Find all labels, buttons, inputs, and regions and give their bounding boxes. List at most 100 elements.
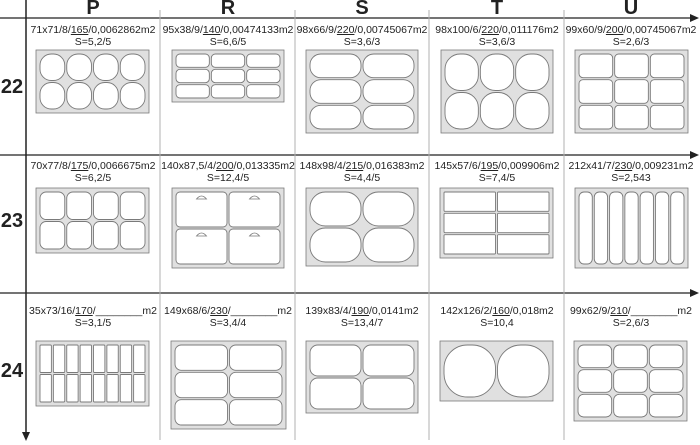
cut-shape xyxy=(444,53,479,91)
column-header-P: P xyxy=(86,0,100,19)
cut-shape xyxy=(614,53,649,79)
cut-shape xyxy=(649,53,685,79)
die-cut-panel-tab-oval xyxy=(305,340,419,414)
cut-shape xyxy=(229,344,283,371)
cut-shape xyxy=(52,344,66,373)
die-cut-panel-rounded xyxy=(35,187,150,254)
cut-shape xyxy=(52,374,66,403)
die-cut-panel-heart xyxy=(439,340,554,402)
cut-shape xyxy=(515,53,550,91)
cut-shape xyxy=(93,374,106,403)
spec-dimensions: 95x38/9/ xyxy=(162,24,203,36)
cut-shape xyxy=(362,191,415,227)
axis-arrow-right xyxy=(690,14,699,22)
cut-shape xyxy=(246,53,281,68)
cut-shape xyxy=(609,191,624,265)
cut-shape xyxy=(649,104,685,130)
cut-shape xyxy=(362,53,415,79)
spec-area: /0,013335m2 xyxy=(233,160,295,172)
cut-shape xyxy=(654,191,670,265)
cut-shape xyxy=(613,393,648,418)
cut-shape xyxy=(93,191,119,220)
cut-shape xyxy=(66,191,92,220)
cut-shape xyxy=(174,371,228,399)
spec-s-value: S=3,6/3 xyxy=(478,36,516,48)
spec-s-value: S=13,4/7 xyxy=(340,317,384,329)
cut-shape xyxy=(649,79,685,104)
cut-shape xyxy=(443,344,496,398)
die-cut-panel-curved-strip xyxy=(574,187,689,269)
cut-shape xyxy=(443,212,496,234)
spec-underlined-value: 230 xyxy=(614,160,633,172)
spec-area: /0,0066675m2 xyxy=(88,160,156,172)
cut-shape xyxy=(39,53,66,81)
column-header-R: R xyxy=(220,0,236,19)
cut-shape xyxy=(578,53,614,79)
spec-dimensions: 212x41/7/ xyxy=(568,160,615,172)
cut-shape xyxy=(593,191,609,265)
cut-shape xyxy=(246,68,281,84)
die-cut-panel-scallop xyxy=(35,49,150,114)
cut-shape xyxy=(497,191,550,212)
spec-dimensions: 70x77/8/ xyxy=(30,160,71,172)
spec-dimensions: 35x73/16/ xyxy=(29,305,76,317)
cut-shape xyxy=(175,228,228,265)
cut-shape xyxy=(639,191,654,265)
hang-hole-icon xyxy=(195,195,208,200)
spec-s-value: S=3,1/5 xyxy=(74,317,112,329)
spec-s-value: S=3,4/4 xyxy=(209,317,247,329)
row-header-23: 23 xyxy=(0,210,24,232)
cut-shape xyxy=(362,344,415,377)
cut-shape xyxy=(174,399,228,426)
cut-shape xyxy=(309,377,362,410)
cut-shape xyxy=(175,191,228,228)
spec-area: /0,0141m2 xyxy=(369,305,419,317)
cut-shape xyxy=(497,344,550,398)
cut-shape xyxy=(670,191,685,265)
cut-shape xyxy=(93,82,119,110)
spec-area: /0,016383m2 xyxy=(363,160,425,172)
spec-area: /________m2 xyxy=(92,305,157,317)
cut-shape xyxy=(79,374,92,403)
spec-underlined-value: 220 xyxy=(336,24,355,36)
die-cut-panel-rect xyxy=(439,187,554,259)
cut-shape xyxy=(443,234,496,255)
spec-s-value: S=6,6/5 xyxy=(209,36,247,48)
cut-shape xyxy=(66,221,92,250)
spec-s-value: S=4,4/5 xyxy=(343,172,381,184)
die-cut-panel-bottle xyxy=(170,340,287,430)
cut-shape xyxy=(577,344,613,369)
cut-shape xyxy=(578,191,593,265)
cut-shape xyxy=(175,53,210,68)
spec-area: /0,00745067m2 xyxy=(354,24,428,36)
cut-shape xyxy=(66,344,79,373)
cut-shape xyxy=(309,227,362,263)
spec-underlined-value: 195 xyxy=(480,160,499,172)
cut-shape xyxy=(228,228,281,265)
cut-shape xyxy=(443,191,496,212)
cut-shape xyxy=(614,79,649,104)
die-cut-panel-arched-rect xyxy=(574,49,689,134)
cut-shape xyxy=(497,212,550,234)
cut-shape xyxy=(648,369,684,393)
spec-dimensions: 140x87,5/4/ xyxy=(161,160,217,172)
cut-shape xyxy=(479,53,515,91)
cut-shape xyxy=(497,234,550,255)
spec-underlined-value: 220 xyxy=(481,24,499,36)
cut-shape xyxy=(624,191,639,265)
cut-shape xyxy=(210,84,246,99)
cut-shape xyxy=(106,374,119,403)
spec-s-value: S=3,6/3 xyxy=(343,36,381,48)
cut-shape xyxy=(93,221,119,250)
cut-shape xyxy=(577,393,613,418)
axis-arrow-right xyxy=(690,151,699,159)
die-cut-panel-rect xyxy=(35,340,150,407)
cut-shape xyxy=(515,92,550,130)
